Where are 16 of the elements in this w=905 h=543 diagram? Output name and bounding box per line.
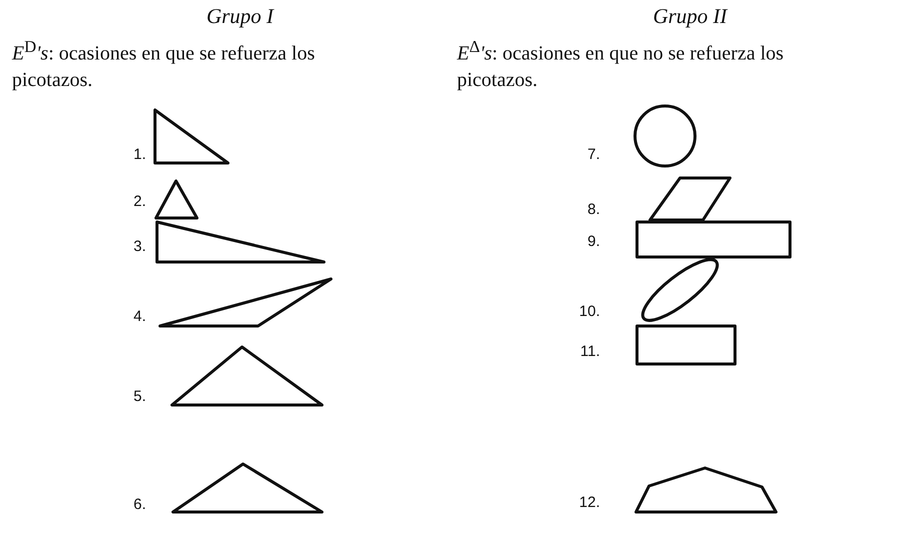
item-number: 3. [132,238,146,255]
item-number: 2. [132,193,146,210]
item-number: 7. [586,146,600,163]
item-number: 10. [578,303,600,320]
item-number: 4. [132,308,146,325]
item-number: 6. [132,496,146,513]
description-text: E$^{Δ}$'s: ocasiones en que no se refuerza los picotazos. [457,36,785,93]
item-number: 5. [132,388,146,405]
item-number: 12. [578,494,600,511]
description-text: E$^{D}$'s: ocasiones en que se refuerza los picotazos. [12,36,316,93]
group-heading: Grupo II [652,4,729,29]
item-number: 9. [586,233,600,250]
group-heading: Grupo I [205,4,276,29]
item-number: 8. [586,201,600,218]
item-number: 1. [132,146,146,163]
item-number: 11. [579,343,600,360]
